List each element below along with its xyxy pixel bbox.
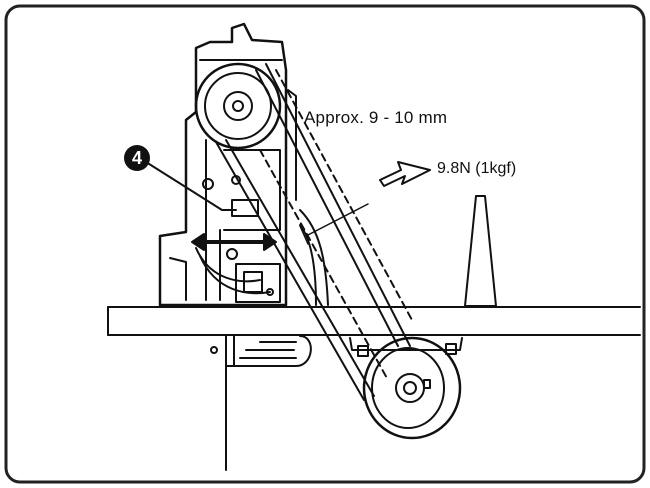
deflection-marks [299, 203, 369, 245]
sewing-machine-head [158, 22, 329, 307]
table-top [107, 306, 641, 336]
callout-circle-icon: 4 [124, 145, 150, 171]
v-belt [215, 63, 413, 401]
motor-pulley [349, 336, 463, 440]
callout-leader [145, 161, 237, 211]
adjust-double-arrow-icon [191, 233, 277, 251]
under-table-motor-housing [210, 335, 312, 471]
press-arrow-icon [379, 161, 431, 187]
press-force-label: 9.8N (1kgf) [437, 160, 517, 177]
belt-deflection-label: Approx. 9 - 10 mm [304, 108, 448, 127]
machine-pulley [194, 62, 282, 150]
thread-cone [464, 195, 497, 307]
diagram-frame [4, 4, 646, 484]
